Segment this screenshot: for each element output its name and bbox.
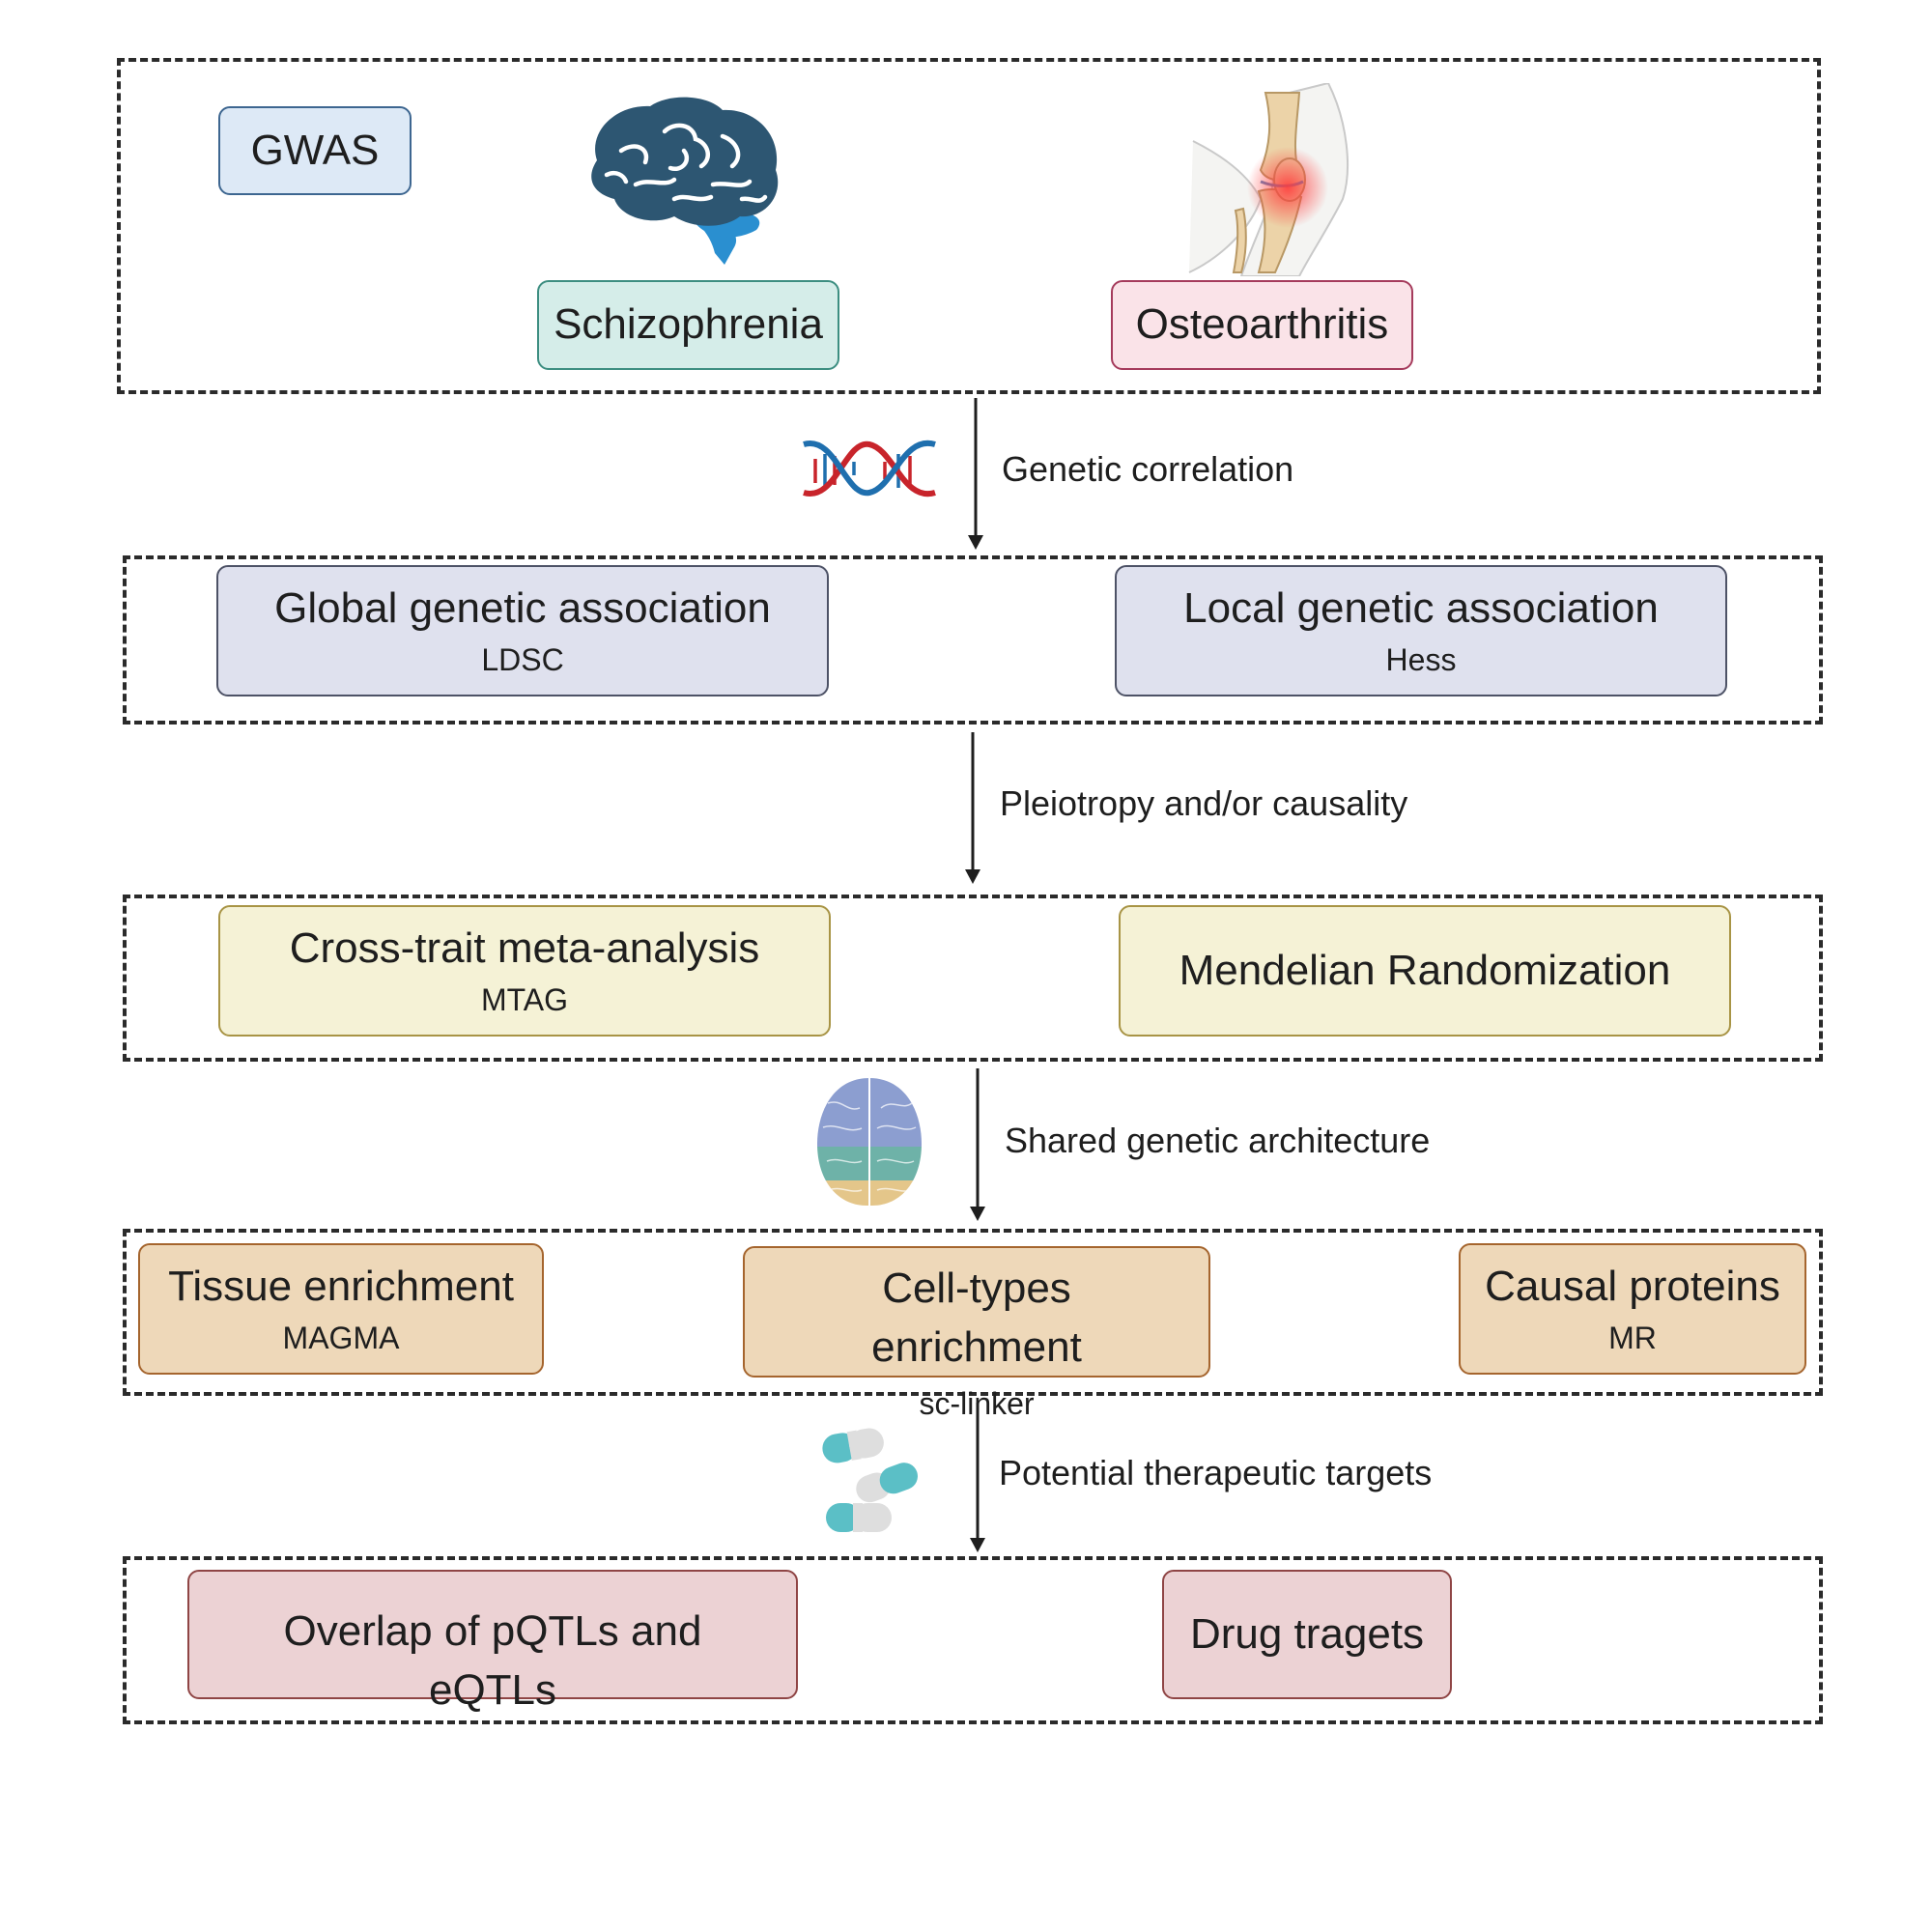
osteoarthritis-box: Osteoarthritis	[1111, 280, 1413, 370]
osteoarthritis-label: Osteoarthritis	[1135, 300, 1389, 349]
arrow-2	[965, 732, 980, 884]
arrow-4-label: Potential therapeutic targets	[999, 1453, 1433, 1492]
overlap-title-line-2: eQTLs	[428, 1666, 557, 1714]
gwas-box: GWAS	[218, 106, 412, 195]
pills-icon	[822, 1428, 918, 1532]
causal-proteins-box: Causal proteins MR	[1459, 1243, 1806, 1375]
pleiotropy-causality-section	[123, 895, 1823, 1062]
mendelian-randomization-box: Mendelian Randomization	[1119, 905, 1731, 1037]
genetic-association-section	[123, 555, 1823, 724]
global-genetic-association-title: Global genetic association	[274, 584, 771, 633]
arrow-3-label: Shared genetic architecture	[1005, 1121, 1431, 1160]
dna-helix-icon	[803, 440, 936, 497]
arrow-4	[970, 1403, 985, 1552]
shared-genetic-architecture-section	[123, 1229, 1823, 1396]
cross-trait-meta-analysis-box: Cross-trait meta-analysis MTAG	[218, 905, 831, 1037]
cell-types-title-line-1: Cell-types	[882, 1264, 1071, 1312]
gwas-label: GWAS	[250, 126, 380, 174]
gwas-section	[117, 58, 1821, 394]
arrow-1	[968, 398, 983, 550]
cross-trait-meta-analysis-title: Cross-trait meta-analysis	[289, 924, 760, 973]
mr-method-label: MR	[1608, 1320, 1657, 1355]
tissue-enrichment-title: Tissue enrichment	[168, 1263, 514, 1311]
causal-proteins-title: Causal proteins	[1485, 1263, 1780, 1311]
arrow-2-label: Pleiotropy and/or causality	[1000, 783, 1408, 823]
magma-method-label: MAGMA	[282, 1320, 400, 1355]
global-genetic-association-box: Global genetic association LDSC	[216, 565, 829, 696]
mtag-method-label: MTAG	[480, 981, 569, 1017]
overlap-title-line-1: Overlap of pQTLs and	[283, 1607, 702, 1655]
cell-types-title-line-2: enrichment	[871, 1322, 1082, 1371]
cell-types-enrichment-box: Cell-types enrichment	[743, 1246, 1210, 1378]
local-genetic-association-title: Local genetic association	[1183, 584, 1659, 633]
local-genetic-association-box: Local genetic association Hess	[1115, 565, 1727, 696]
schizophrenia-box: Schizophrenia	[537, 280, 839, 370]
tissue-enrichment-box: Tissue enrichment MAGMA	[138, 1243, 544, 1375]
overlap-pqtls-eqtls-box: Overlap of pQTLs and	[187, 1570, 798, 1699]
mendelian-randomization-title: Mendelian Randomization	[1179, 946, 1671, 994]
ldsc-method-label: LDSC	[481, 641, 564, 677]
brain-top-view-icon	[817, 1078, 922, 1206]
knee-joint-icon	[1188, 83, 1349, 276]
drug-targets-box: Drug tragets	[1162, 1570, 1452, 1699]
therapeutic-targets-section	[123, 1556, 1823, 1724]
drug-targets-label: Drug tragets	[1189, 1609, 1425, 1658]
arrow-1-label: Genetic correlation	[1002, 449, 1294, 489]
arrow-3	[970, 1068, 985, 1221]
schizophrenia-label: Schizophrenia	[554, 300, 823, 349]
brain-icon	[591, 97, 779, 265]
hess-method-label: Hess	[1385, 641, 1457, 677]
